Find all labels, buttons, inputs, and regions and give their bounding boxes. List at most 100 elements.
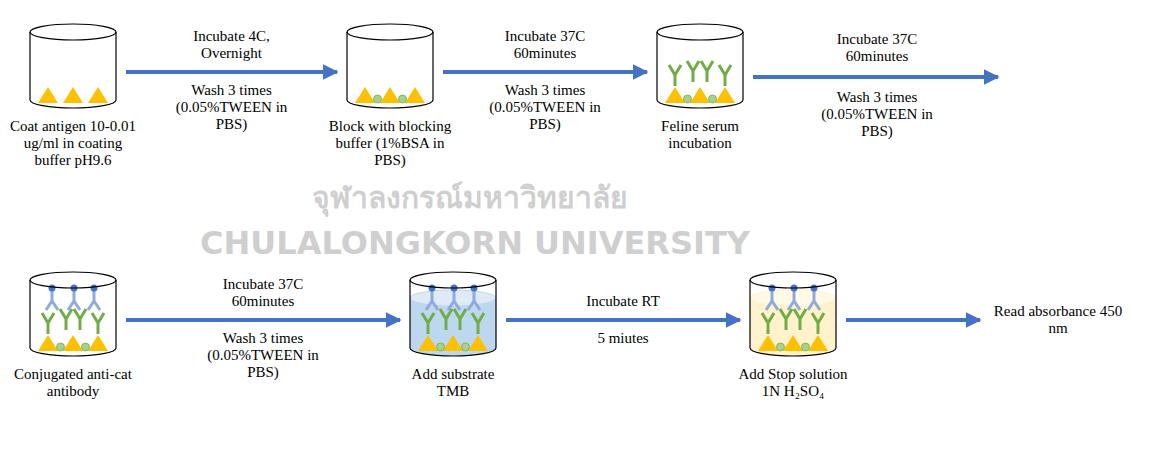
blocking-sphere (399, 95, 407, 103)
antigen-triangle (783, 335, 803, 351)
watermark: จุฬาลงกรณ์มหาวิทยาลัย (312, 180, 628, 216)
antigen-triangle (38, 335, 58, 351)
blocking-sphere (82, 343, 90, 351)
well-drawing (345, 22, 435, 110)
antigen-triangle (380, 87, 400, 103)
feline-antibody (719, 65, 731, 86)
anti-cat-antibody (766, 290, 778, 310)
feline-antibody (454, 309, 466, 330)
wash-note: Wash 3 times (0.05%TWEEN in PBS) (483, 82, 608, 133)
feline-antibody (794, 309, 806, 330)
feline-antibody (422, 313, 434, 334)
well-rim (750, 272, 836, 288)
antigen-triangle (355, 87, 375, 103)
step-caption: Coat antigen 10-0.01 ug/ml in coating bu… (6, 118, 140, 169)
well-body (347, 32, 433, 108)
well-body (750, 280, 836, 356)
enzyme-dot (769, 285, 776, 292)
enzyme-dot (471, 285, 478, 292)
feline-antibody (60, 309, 72, 330)
assay-well: Feline serum incubation (655, 22, 745, 110)
antigen-triangle (63, 335, 83, 351)
blocking-sphere (684, 95, 692, 103)
antigen-triangle (63, 87, 83, 103)
step-caption: Add Stop solution 1N H₂SO₄ (729, 366, 857, 400)
process-arrow (846, 318, 980, 322)
well-body (410, 280, 496, 356)
wash-note: Wash 3 times (0.05%TWEEN in PBS) (201, 330, 326, 381)
anti-cat-antibody (88, 290, 100, 310)
anti-cat-antibody (46, 290, 58, 310)
anti-cat-antibody (808, 290, 820, 310)
result-step: Read absorbance 450 nm (988, 303, 1128, 337)
enzyme-dot (811, 285, 818, 292)
feline-antibody (701, 61, 713, 82)
antigen-triangle (443, 335, 463, 351)
wash-note: Wash 3 times (0.05%TWEEN in PBS) (815, 89, 940, 140)
blocking-sphere (802, 343, 810, 351)
blocking-sphere (462, 343, 470, 351)
anti-cat-antibody (788, 290, 800, 310)
anti-cat-antibody (426, 290, 438, 310)
process-arrow (126, 318, 400, 322)
assay-well: Conjugated anti-cat antibody (28, 270, 118, 358)
feline-antibody (812, 313, 824, 334)
step-caption: Feline serum incubation (638, 118, 762, 152)
antigen-triangle (690, 87, 710, 103)
step-caption: Conjugated anti-cat antibody (13, 366, 133, 400)
feline-antibody (472, 313, 484, 334)
well-body (30, 280, 116, 356)
incubation-note: Incubate 37C 60minutes (201, 276, 326, 310)
well-rim (347, 24, 433, 40)
blocking-sphere (777, 343, 785, 351)
feline-antibody (669, 65, 681, 86)
feline-antibody (440, 309, 452, 330)
antigen-triangle (715, 87, 735, 103)
feline-antibody (780, 309, 792, 330)
blocking-sphere (437, 343, 445, 351)
feline-antibody (42, 313, 54, 334)
well-rim (657, 24, 743, 40)
antigen-triangle (808, 335, 828, 351)
process-arrow (443, 70, 647, 74)
well-drawing (748, 270, 838, 358)
assay-well: Add Stop solution 1N H₂SO₄ (748, 270, 838, 358)
step-text: Read absorbance 450 nm (988, 303, 1128, 337)
well-body (657, 32, 743, 108)
assay-well: Block with blocking buffer (1%BSA in PBS… (345, 22, 435, 110)
well-drawing (655, 22, 745, 110)
antigen-triangle (405, 87, 425, 103)
blocking-sphere (57, 343, 65, 351)
assay-well: Coat antigen 10-0.01 ug/ml in coating bu… (28, 22, 118, 110)
blocking-sphere (709, 95, 717, 103)
incubation-note: Incubate RT (561, 293, 686, 310)
antigen-triangle (38, 87, 58, 103)
assay-well: Add substrate TMB (408, 270, 498, 358)
open-step-arrow (753, 75, 998, 79)
well-rim (410, 272, 496, 288)
well-rim (30, 272, 116, 288)
well-drawing (28, 270, 118, 358)
antigen-triangle (418, 335, 438, 351)
watermark: CHULALONGKORN UNIVERSITY (200, 224, 750, 262)
wash-note: Incubate 37C 60minutes (815, 31, 940, 65)
antigen-triangle (88, 335, 108, 351)
wash-note: Wash 3 times (0.05%TWEEN in PBS) (169, 82, 294, 133)
antigen-triangle (88, 87, 108, 103)
feline-antibody (92, 313, 104, 334)
wash-note: 5 miutes (561, 330, 686, 347)
well-drawing (28, 22, 118, 110)
anti-cat-antibody (68, 290, 80, 310)
feline-antibody (687, 61, 699, 82)
enzyme-dot (429, 285, 436, 292)
enzyme-dot (49, 285, 56, 292)
feline-antibody (762, 313, 774, 334)
well-liquid (750, 298, 836, 356)
well-rim (30, 24, 116, 40)
enzyme-dot (91, 285, 98, 292)
well-liquid (410, 298, 496, 356)
antigen-triangle (665, 87, 685, 103)
incubation-note: Incubate 4C, Overnight (169, 28, 294, 62)
antigen-triangle (468, 335, 488, 351)
